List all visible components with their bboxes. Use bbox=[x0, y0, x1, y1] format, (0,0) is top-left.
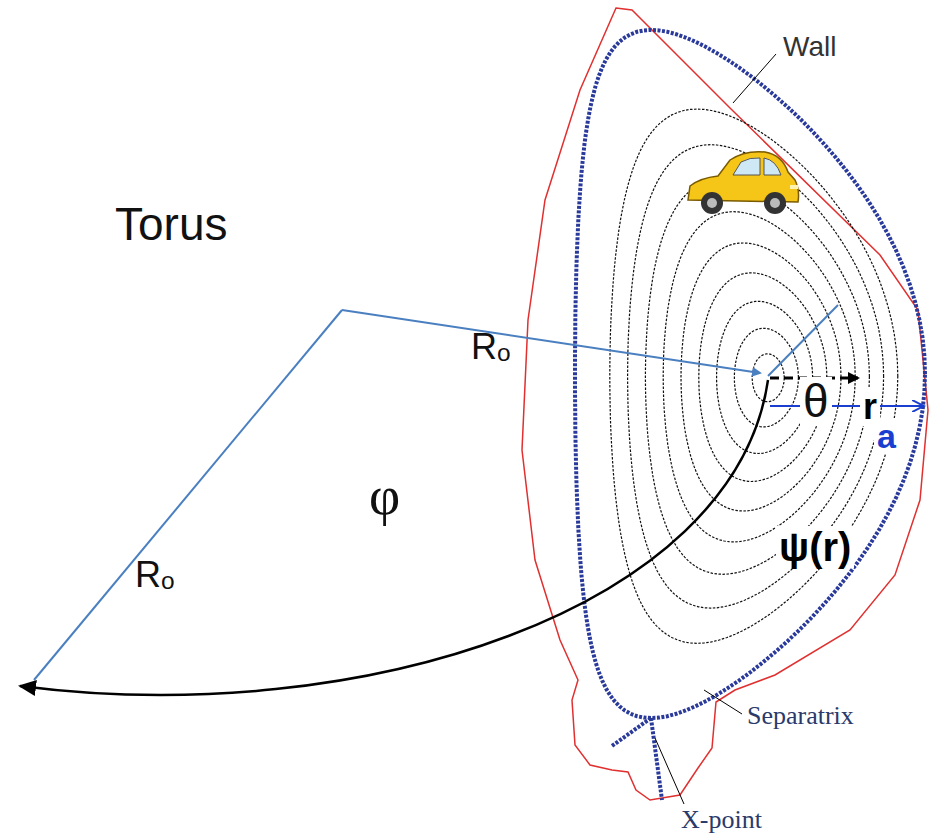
leader-line bbox=[655, 738, 684, 804]
leader-line bbox=[733, 54, 776, 103]
flux-surface bbox=[752, 354, 784, 402]
flux-surface bbox=[663, 212, 855, 542]
torus-label: Torus bbox=[112, 200, 230, 248]
flux-label: ψ(r) bbox=[776, 526, 854, 568]
leader-line bbox=[704, 690, 742, 714]
wall-label: Wall bbox=[780, 32, 839, 62]
car-icon bbox=[688, 152, 799, 214]
poloidal-angle-label: θ bbox=[800, 377, 832, 425]
major-radius-line bbox=[34, 310, 342, 680]
toroidal-angle-arrow bbox=[20, 380, 768, 695]
major-radius-line bbox=[342, 310, 760, 373]
major-radius-label: Rₒ bbox=[468, 328, 514, 366]
separatrix-label: Separatrix bbox=[744, 702, 857, 730]
separatrix-leg bbox=[651, 718, 662, 800]
separatrix-leg bbox=[612, 718, 651, 746]
minor-radius-arrow bbox=[770, 405, 924, 407]
toroidal-angle-label: φ bbox=[366, 468, 403, 524]
x-point-label: X-point bbox=[678, 806, 765, 834]
separatrix-curve bbox=[575, 30, 925, 718]
poloidal-angle-line bbox=[768, 305, 838, 376]
major-radius-label: Rₒ bbox=[132, 556, 178, 594]
flux-surface bbox=[681, 243, 841, 511]
vessel-wall bbox=[522, 8, 928, 800]
flux-surface bbox=[645, 179, 869, 574]
flux-surface bbox=[628, 145, 884, 608]
plasma-radius-label: a bbox=[874, 418, 899, 454]
